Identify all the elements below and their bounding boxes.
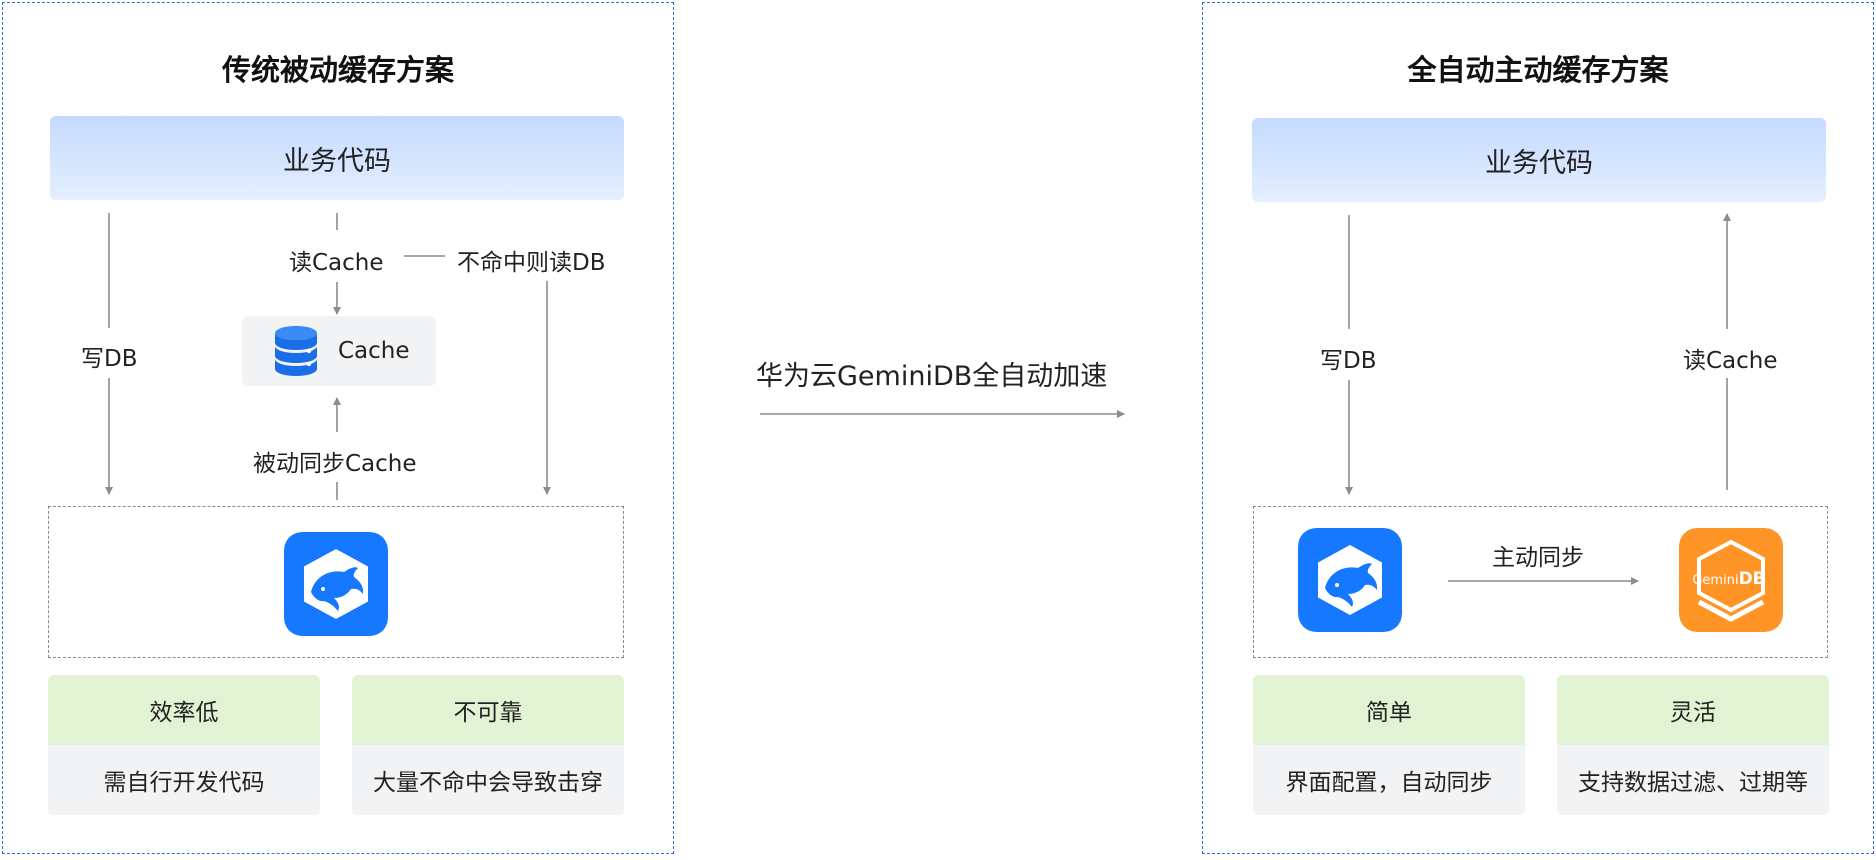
left-miss-read-db-label: 不命中则读DB [457, 250, 606, 276]
left-panel [2, 2, 674, 854]
right-panel [1202, 2, 1874, 854]
card-desc: 支持数据过滤、过期等 [1557, 745, 1829, 815]
svg-text:GeminiDB: GeminiDB [1692, 569, 1765, 589]
database-icon [275, 326, 317, 376]
right-db-zone [1253, 506, 1828, 658]
card-desc: 大量不命中会导致击穿 [352, 745, 624, 815]
cache-label: Cache [338, 338, 410, 364]
card-title: 不可靠 [352, 675, 624, 745]
left-title: 传统被动缓存方案 [221, 53, 454, 87]
right-card-flexible: 灵活 支持数据过滤、过期等 [1557, 675, 1829, 815]
right-read-cache-label: 读Cache [1683, 348, 1778, 374]
right-write-db-label: 写DB [1320, 348, 1377, 374]
right-business-code: 业务代码 [1252, 118, 1826, 202]
card-title: 灵活 [1557, 675, 1829, 745]
card-title: 效率低 [48, 675, 320, 745]
geminidb-logo-text-a: Gemini [1692, 573, 1738, 588]
left-card-reliability: 不可靠 大量不命中会导致击穿 [352, 675, 624, 815]
card-title: 简单 [1253, 675, 1525, 745]
card-desc: 界面配置，自动同步 [1253, 745, 1525, 815]
left-write-db-label: 写DB [81, 346, 138, 372]
mysql-dolphin-icon [284, 532, 388, 636]
left-passive-sync-label: 被动同步Cache [253, 451, 417, 477]
left-read-cache-label: 读Cache [289, 250, 384, 276]
left-business-code: 业务代码 [50, 116, 624, 200]
middle-label: 华为云GeminiDB全自动加速 [756, 361, 1108, 392]
card-desc: 需自行开发代码 [48, 745, 320, 815]
geminidb-logo-text-b: DB [1739, 569, 1766, 589]
mysql-dolphin-icon [1298, 528, 1402, 632]
geminidb-icon: GeminiDB [1679, 528, 1783, 632]
right-card-simple: 简单 界面配置，自动同步 [1253, 675, 1525, 815]
cache-node: Cache [242, 316, 436, 386]
right-title: 全自动主动缓存方案 [1407, 53, 1669, 87]
active-sync-label: 主动同步 [1492, 545, 1584, 571]
left-card-efficiency: 效率低 需自行开发代码 [48, 675, 320, 815]
left-db-zone [48, 506, 624, 658]
